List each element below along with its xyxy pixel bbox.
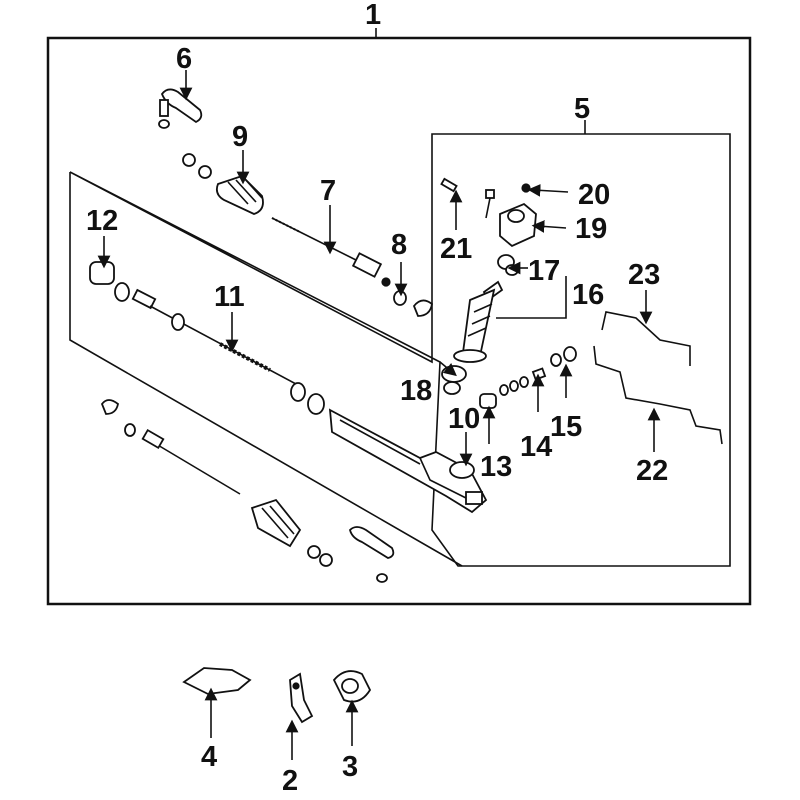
callout-2: 2 bbox=[282, 765, 298, 797]
leader-20 bbox=[527, 183, 569, 197]
part-4-heat-shield bbox=[182, 667, 252, 695]
callout-19: 19 bbox=[575, 213, 607, 245]
rack-bushing bbox=[89, 261, 130, 302]
rack-housing-frame bbox=[69, 133, 731, 567]
callout-1: 1 bbox=[365, 0, 381, 31]
callout-7: 7 bbox=[320, 175, 336, 207]
lower-tie-rod-assembly bbox=[100, 399, 395, 583]
part-2-bracket bbox=[289, 672, 314, 724]
callout-6: 6 bbox=[176, 43, 192, 75]
callout-21: 21 bbox=[440, 233, 472, 265]
callout-12: 12 bbox=[86, 205, 118, 237]
inner-tie-rod-top bbox=[271, 217, 391, 287]
lower-subframe-outline bbox=[69, 172, 463, 567]
callout-13: 13 bbox=[480, 451, 512, 483]
callout-23: 23 bbox=[628, 259, 660, 291]
assembly-frame bbox=[46, 36, 752, 606]
leader-16 bbox=[496, 276, 567, 319]
callout-22: 22 bbox=[636, 455, 668, 487]
callout-18: 18 bbox=[400, 375, 432, 407]
callout-14: 14 bbox=[520, 431, 552, 463]
callout-9: 9 bbox=[232, 121, 248, 153]
lock-nut-clamp bbox=[393, 290, 433, 317]
callout-17: 17 bbox=[528, 255, 560, 287]
callout-11: 11 bbox=[214, 281, 245, 313]
callout-5: 5 bbox=[574, 93, 590, 125]
callout-8: 8 bbox=[391, 229, 407, 261]
steering-rack bbox=[131, 288, 325, 415]
part-3-grommet bbox=[332, 670, 372, 703]
valve-body bbox=[440, 177, 537, 248]
feed-pipe-23 bbox=[601, 311, 691, 366]
leader-19 bbox=[531, 220, 567, 233]
callout-10: 10 bbox=[448, 403, 480, 435]
pinion-shaft bbox=[441, 254, 519, 395]
leader-18 bbox=[439, 361, 457, 377]
return-pipe-22 bbox=[593, 345, 723, 445]
dust-boot-top bbox=[182, 153, 264, 215]
callout-16: 16 bbox=[572, 279, 604, 311]
callout-20: 20 bbox=[578, 179, 610, 211]
callout-4: 4 bbox=[201, 741, 217, 773]
valve-seals-group bbox=[479, 346, 577, 409]
rack-housing bbox=[328, 408, 488, 514]
outer-tie-rod-end-top bbox=[158, 88, 203, 129]
callout-3: 3 bbox=[342, 751, 358, 783]
callout-15: 15 bbox=[550, 411, 582, 443]
